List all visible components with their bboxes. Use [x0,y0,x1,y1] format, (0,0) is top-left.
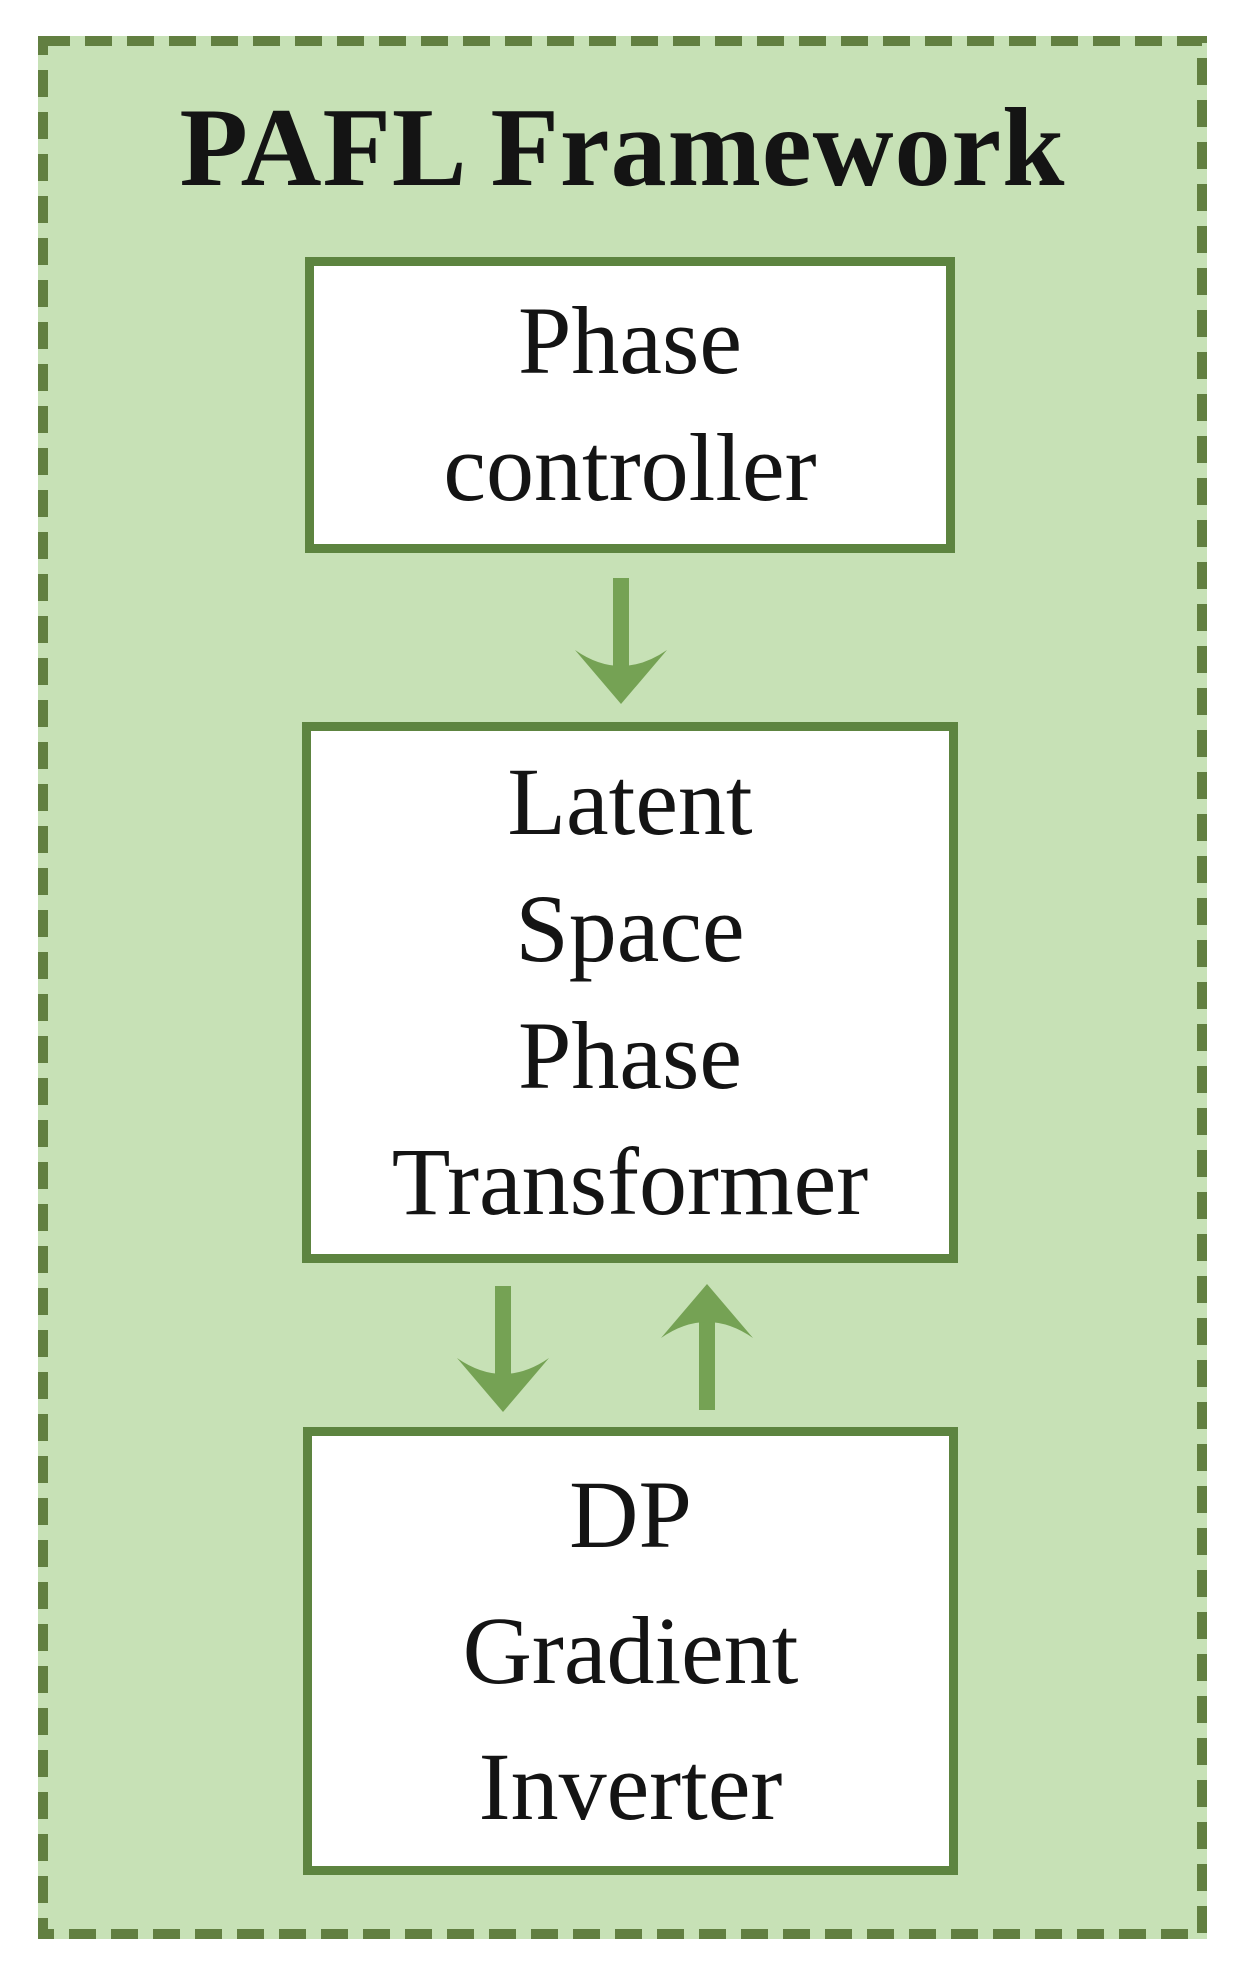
up-arrow-icon [659,1284,755,1410]
down-arrow-icon [573,578,669,704]
framework-title: PAFL Framework [179,86,1066,210]
down-arrow-icon [455,1286,551,1412]
